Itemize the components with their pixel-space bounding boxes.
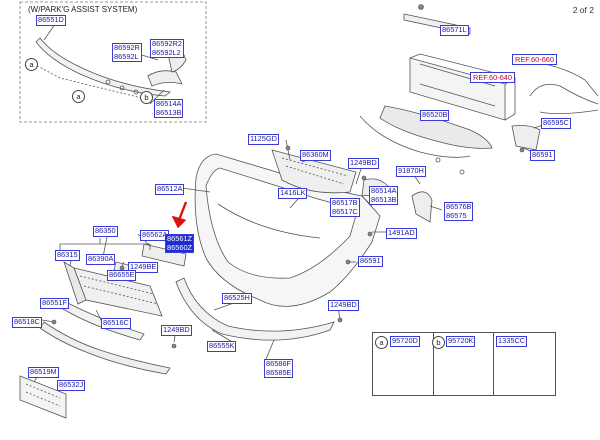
inset-title: (W/PARK'G ASSIST SYSTEM): [28, 5, 138, 14]
ref-60-640[interactable]: REF.60-640: [470, 72, 516, 83]
legend-part-95720k[interactable]: 95720K: [446, 336, 476, 347]
part-label-1125gd[interactable]: 1125GD: [248, 134, 279, 145]
part-label-1249bd-mid[interactable]: 1249BD: [328, 300, 359, 311]
ref-60-660[interactable]: REF.60-660: [512, 54, 558, 65]
part-label-86519m[interactable]: 86519M: [28, 367, 59, 378]
legend-circle-a: a: [375, 336, 388, 349]
part-label-86518c[interactable]: 86518C: [12, 317, 42, 328]
part-label-1249be[interactable]: 1249BE: [128, 262, 159, 273]
callout-b: b: [140, 91, 153, 104]
part-label-86655e[interactable]: 86655E: [107, 270, 137, 281]
part-label-86571l[interactable]: 86571L: [440, 25, 469, 36]
part-label-86520b[interactable]: 86520B: [420, 110, 450, 121]
part-label-86555k[interactable]: 86555K: [207, 341, 237, 352]
part-label-86350[interactable]: 86350: [93, 226, 118, 237]
legend-circle-b: b: [432, 336, 445, 349]
part-label-1249bd-lower[interactable]: 1249BD: [161, 325, 192, 336]
part-label-86516c[interactable]: 86516C: [101, 318, 131, 329]
part-label-86591-lower[interactable]: 86591: [358, 256, 383, 267]
legend-part-95720d[interactable]: 95720D: [390, 336, 420, 347]
callout-a: a: [25, 58, 38, 71]
part-label-1249bd-upper[interactable]: 1249BD: [348, 158, 379, 169]
part-label-1416lk[interactable]: 1416LK: [278, 188, 308, 199]
part-label-86551d[interactable]: 86551D: [36, 15, 66, 26]
part-label-86551f[interactable]: 86551F: [40, 298, 70, 309]
page-indicator: 2 of 2: [572, 5, 594, 15]
part-label-86595c[interactable]: 86595C: [541, 118, 571, 129]
part-label-86360m[interactable]: 86360M: [300, 150, 331, 161]
callout-a-lower: a: [72, 90, 85, 103]
part-label-86591-right[interactable]: 86591: [530, 150, 555, 161]
part-label-86315[interactable]: 86315: [55, 250, 80, 261]
part-label-86512a[interactable]: 86512A: [155, 184, 185, 195]
legend-part-1335cc[interactable]: 1335CC: [496, 336, 528, 347]
indicator-arrow: [171, 201, 188, 229]
part-label-86532j[interactable]: 86532J: [57, 380, 86, 391]
part-label-1491ad[interactable]: 1491AD: [386, 228, 417, 239]
part-label-91870h[interactable]: 91870H: [396, 166, 426, 177]
part-label-86390a[interactable]: 86390A: [86, 254, 116, 265]
part-label-86525h[interactable]: 86525H: [222, 293, 252, 304]
